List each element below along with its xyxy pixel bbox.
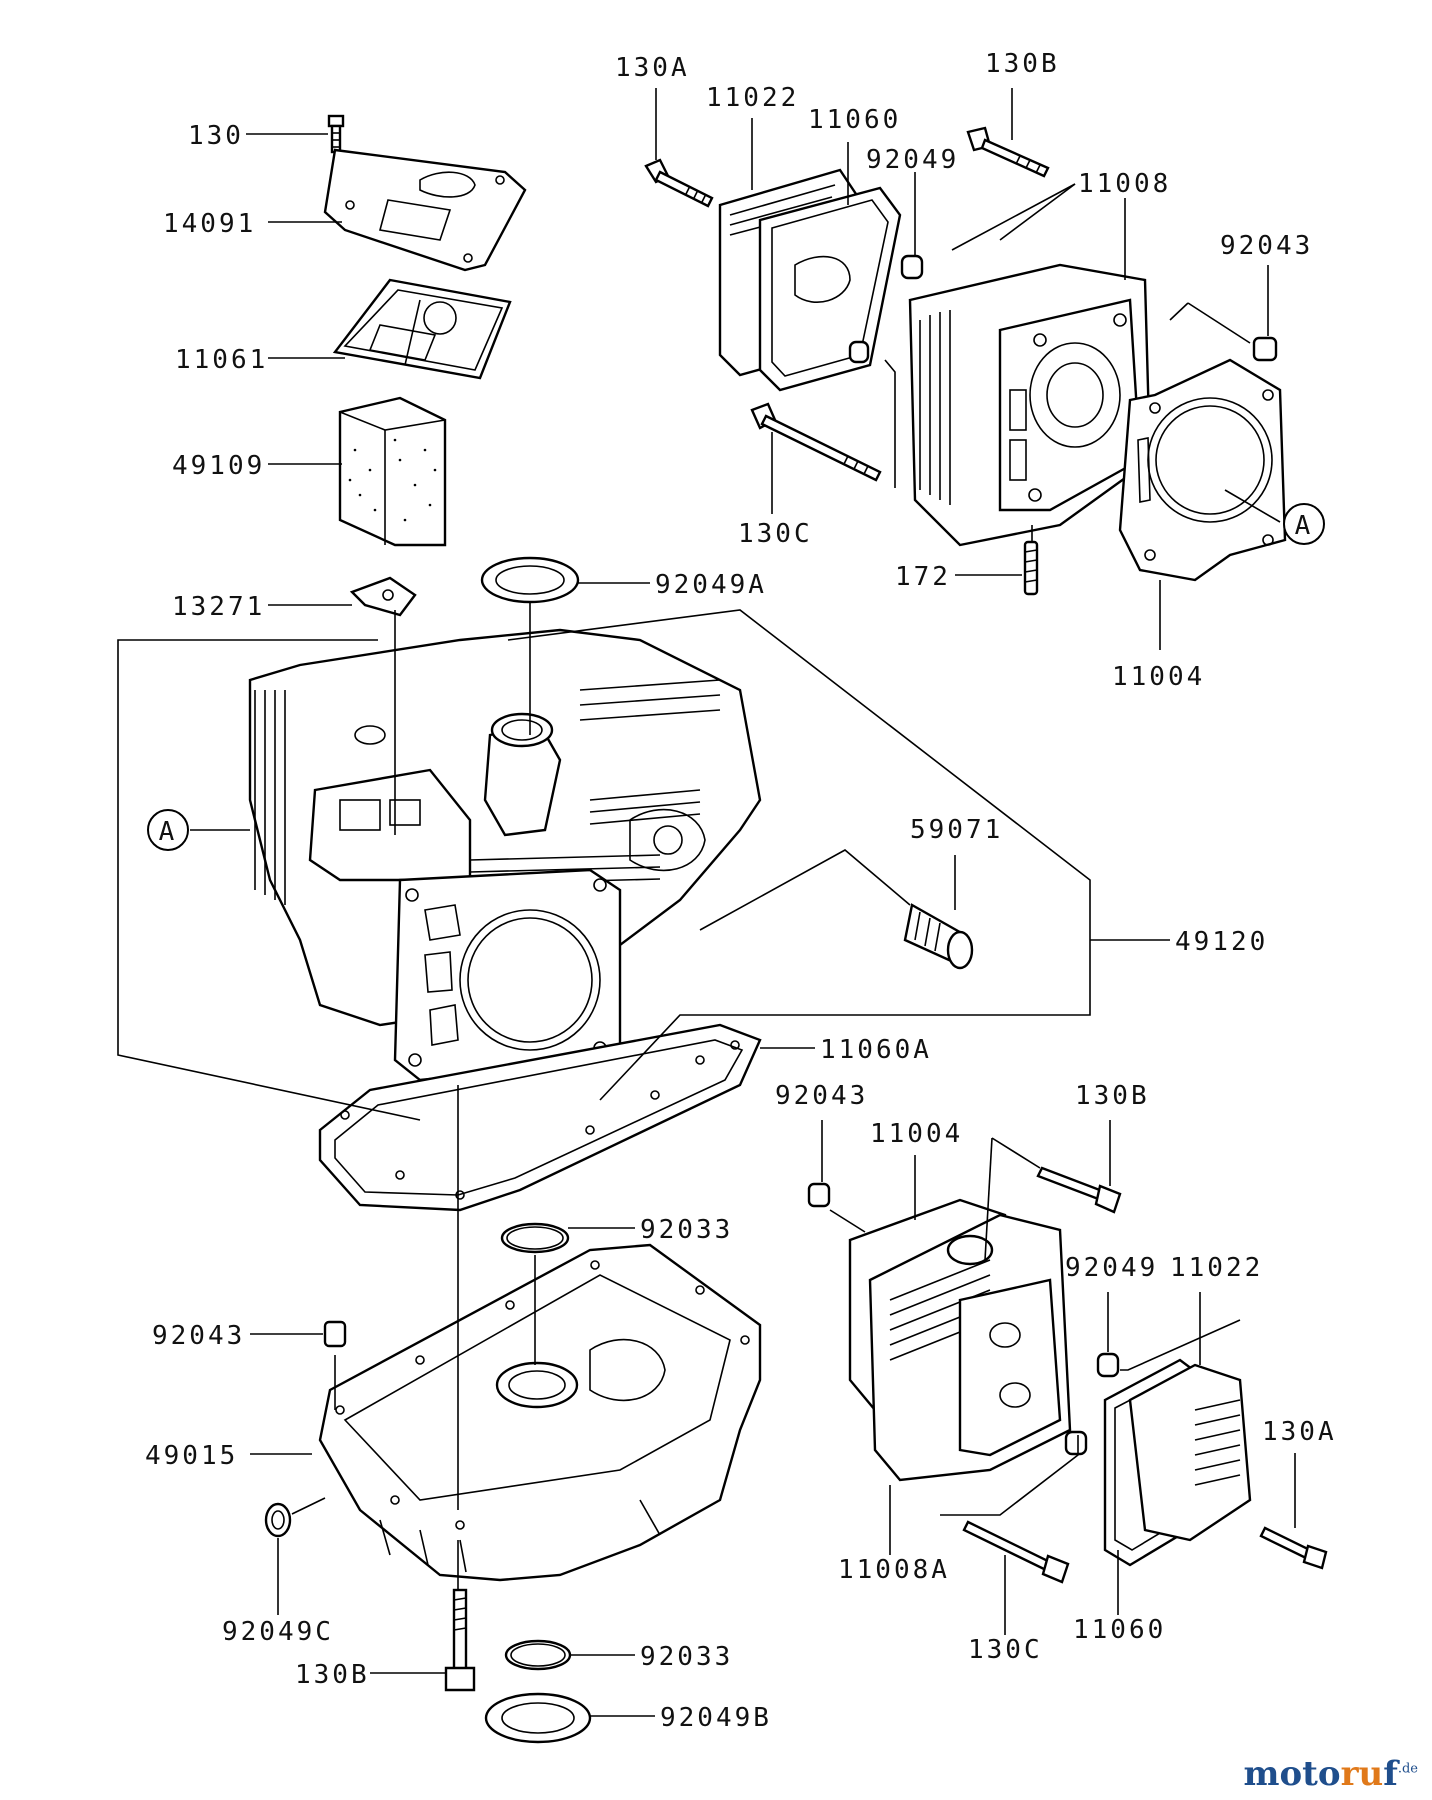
bolt-130B-bottom-part — [444, 1588, 476, 1692]
watermark-suffix: .de — [1397, 1761, 1418, 1777]
bolt-130B-top-part — [966, 126, 1050, 178]
label-92049A: 92049A — [655, 570, 767, 600]
dowel-92043-mid-part — [807, 1182, 831, 1208]
gasket-11060A-part — [318, 1023, 762, 1212]
label-92049-top: 92049 — [866, 145, 959, 175]
gasket-11061-part — [332, 278, 512, 380]
watermark-part3: f — [1383, 1754, 1398, 1794]
label-11008: 11008 — [1078, 169, 1171, 199]
bolt-130C-bottom-part — [962, 1520, 1070, 1584]
bolt-130B-mid-part — [1036, 1166, 1122, 1214]
label-92043-top: 92043 — [1220, 231, 1313, 261]
label-130A-mid: 130A — [1262, 1417, 1337, 1447]
dowel-92043-top-part — [1252, 336, 1278, 362]
collar-92049-mid-part — [1064, 1352, 1120, 1456]
label-92049C: 92049C — [222, 1617, 334, 1647]
callout-A-right: A — [1283, 503, 1325, 545]
label-49109: 49109 — [172, 451, 265, 481]
dowel-92043-left-part — [323, 1320, 347, 1348]
gasket-11060-top-part — [758, 186, 902, 392]
label-172: 172 — [895, 562, 951, 592]
callout-A-right-label: A — [1295, 511, 1314, 541]
collar-92049-top-part — [848, 254, 924, 364]
label-11061: 11061 — [175, 345, 268, 375]
label-92033-bottom: 92033 — [640, 1642, 733, 1672]
label-49015: 49015 — [145, 1441, 238, 1471]
label-130A-top: 130A — [615, 53, 690, 83]
label-130C-bottom: 130C — [968, 1635, 1043, 1665]
seal-92049C-part — [264, 1502, 292, 1538]
bolt-130C-top-part — [750, 402, 882, 482]
label-130B-top: 130B — [985, 49, 1060, 79]
label-130B-bottom: 130B — [295, 1660, 370, 1690]
leader-lines — [117, 88, 1296, 1717]
watermark-part1: moto — [1243, 1754, 1341, 1794]
label-59071: 59071 — [910, 815, 1003, 845]
filter-element-49109-part — [338, 396, 447, 547]
callout-A-left: A — [147, 809, 189, 851]
seal-92049A-part — [480, 556, 580, 604]
clip-13271-part — [349, 576, 417, 617]
head-gasket-11004-top-part — [1118, 358, 1287, 582]
label-11008A: 11008A — [838, 1555, 950, 1585]
ring-92033-bottom-part — [504, 1639, 572, 1671]
oil-pan-49015-part — [318, 1243, 762, 1582]
label-130: 130 — [188, 121, 244, 151]
cylinder-head-11008A-part — [868, 1213, 1072, 1482]
label-92033-top: 92033 — [640, 1215, 733, 1245]
label-13271: 13271 — [172, 592, 265, 622]
bolt-130A-top-part — [644, 158, 714, 208]
ring-92033-top-part — [500, 1222, 570, 1254]
watermark-logo: motoruf.de — [1244, 1754, 1418, 1794]
cylinder-head-11008-part — [908, 263, 1152, 547]
callout-A-left-label: A — [159, 817, 178, 847]
label-92049-mid: 92049 — [1065, 1253, 1158, 1283]
seal-92049B-part — [484, 1692, 592, 1744]
watermark-part2: ru — [1340, 1754, 1384, 1794]
label-92043-left: 92043 — [152, 1321, 245, 1351]
part-labels: 130 14091 11061 49109 13271 92049A 130A … — [145, 49, 1337, 1733]
label-130C-top: 130C — [738, 519, 813, 549]
label-11060-top: 11060 — [808, 105, 901, 135]
bolt-130-part — [327, 114, 345, 154]
label-130B-mid: 130B — [1075, 1081, 1150, 1111]
label-92049B: 92049B — [660, 1703, 772, 1733]
label-11022-top: 11022 — [706, 83, 799, 113]
label-14091: 14091 — [163, 209, 256, 239]
crankcase-49120-part — [248, 628, 762, 1082]
rocker-cover-11022-mid-part — [1128, 1363, 1252, 1542]
label-11022-mid: 11022 — [1170, 1253, 1263, 1283]
label-49120: 49120 — [1175, 927, 1268, 957]
dowel-59071-part — [903, 903, 974, 970]
label-92043-mid: 92043 — [775, 1081, 868, 1111]
label-11060A: 11060A — [820, 1035, 932, 1065]
label-11004-mid: 11004 — [870, 1119, 963, 1149]
label-11060-bottom: 11060 — [1073, 1615, 1166, 1645]
bolt-130A-mid-part — [1259, 1526, 1328, 1570]
cover-plate-14091-part — [323, 148, 527, 272]
label-11004-top: 11004 — [1112, 662, 1205, 692]
stud-172-part — [1023, 540, 1039, 596]
